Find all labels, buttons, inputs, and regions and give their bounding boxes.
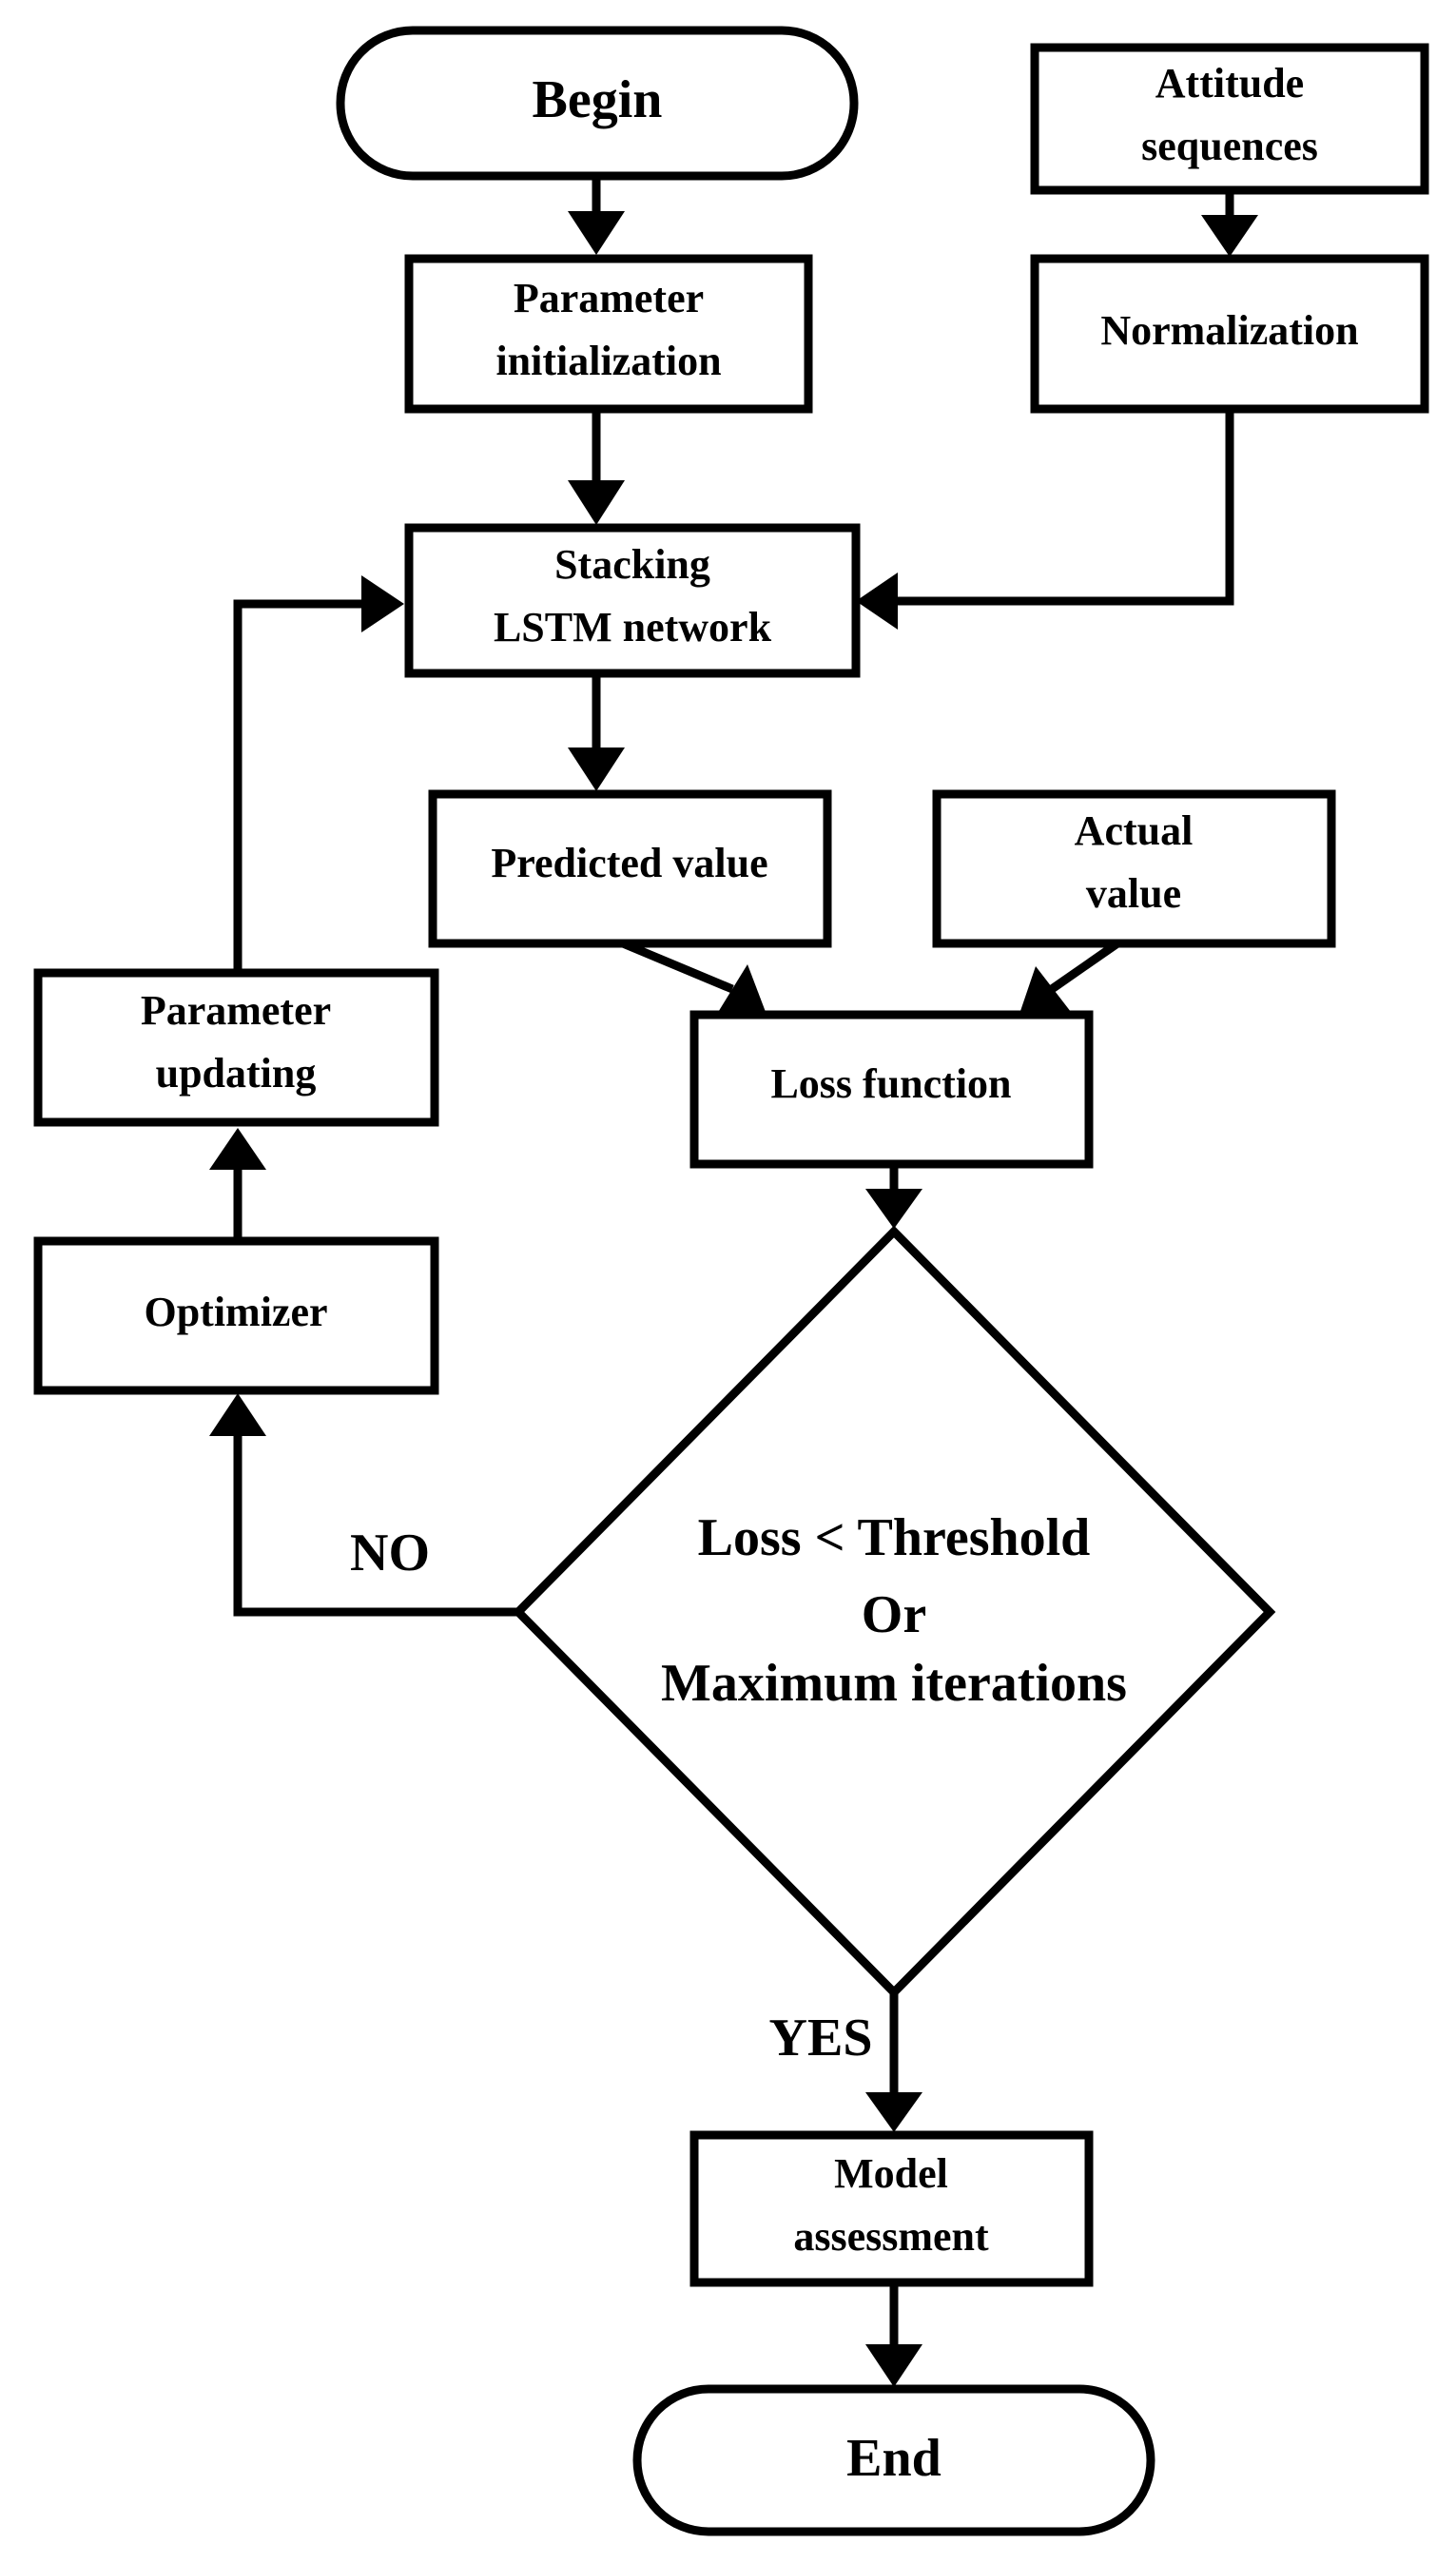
end-node: End [632,2384,1155,2536]
arrow-norm-to-lstm [898,409,1234,606]
arrow-predicted-to-loss [621,939,734,994]
actual-label-line2: value [1086,870,1181,917]
arrowhead-predicted-to-loss [717,964,766,1014]
predicted-value-node: Predicted value [428,789,832,948]
decision-label-line2: Or [862,1585,926,1644]
attitude-label-line2: sequences [1141,123,1318,169]
arrowhead-update-to-lstm [361,575,404,632]
actual-value-node: Actual value [932,789,1336,948]
parameter-initialization-node: Parameter initialization [404,254,813,414]
arrowhead-norm-to-lstm [856,573,898,630]
arrowhead-begin-to-init [568,211,625,255]
attitude-label-line1: Attitude [1155,60,1304,107]
no-branch-label: NO [350,1524,430,1582]
model-assessment-node: Model assessment [689,2130,1094,2287]
decision-label-line1: Loss < Threshold [698,1508,1091,1567]
param-update-label-line1: Parameter [141,987,331,1034]
arrowhead-attitude-to-norm [1201,215,1258,257]
parameter-updating-node: Parameter updating [33,968,439,1127]
arrow-actual-to-loss [1049,940,1120,993]
assessment-label-line1: Model [834,2150,948,2197]
arrowhead-actual-to-loss [1019,966,1071,1014]
arrowhead-lstm-to-predicted [568,748,625,791]
decision-node: Loss < Threshold Or Maximum iterations [512,1225,1276,1999]
yes-branch-label: YES [769,2009,873,2068]
attitude-sequences-node: Attitude sequences [1030,43,1429,195]
loss-function-node: Loss function [689,1010,1094,1169]
connectors [209,176,1258,2387]
loss-label: Loss function [770,1060,1011,1107]
assessment-label-line2: assessment [793,2213,989,2260]
arrowhead-assessment-to-end [865,2344,922,2387]
arrowhead-decision-to-optimizer [209,1393,266,1436]
end-label: End [846,2429,942,2488]
actual-label-line1: Actual [1075,807,1194,854]
arrow-decision-to-optimizer [233,1436,518,1617]
arrowhead-optimizer-to-update [209,1128,266,1170]
optimizer-node: Optimizer [33,1236,439,1395]
predicted-label: Predicted value [491,840,767,886]
arrowhead-init-to-lstm [568,480,625,525]
param-update-label-line2: updating [156,1050,317,1097]
param-init-label-line2: initialization [495,338,721,384]
begin-label: Begin [533,70,663,129]
optimizer-label: Optimizer [144,1289,327,1335]
normalization-node: Normalization [1030,254,1429,414]
normalization-label: Normalization [1100,307,1358,354]
param-init-label-line1: Parameter [514,275,704,321]
lstm-label-line1: Stacking [554,541,710,588]
stacking-lstm-node: Stacking LSTM network [404,523,861,678]
arrowhead-decision-to-assessment [865,2092,922,2132]
arrow-update-to-lstm [233,599,361,973]
arrowhead-loss-to-decision [865,1189,922,1229]
begin-node: Begin [336,26,859,181]
decision-label-line3: Maximum iterations [661,1654,1127,1713]
lstm-label-line2: LSTM network [494,604,772,650]
